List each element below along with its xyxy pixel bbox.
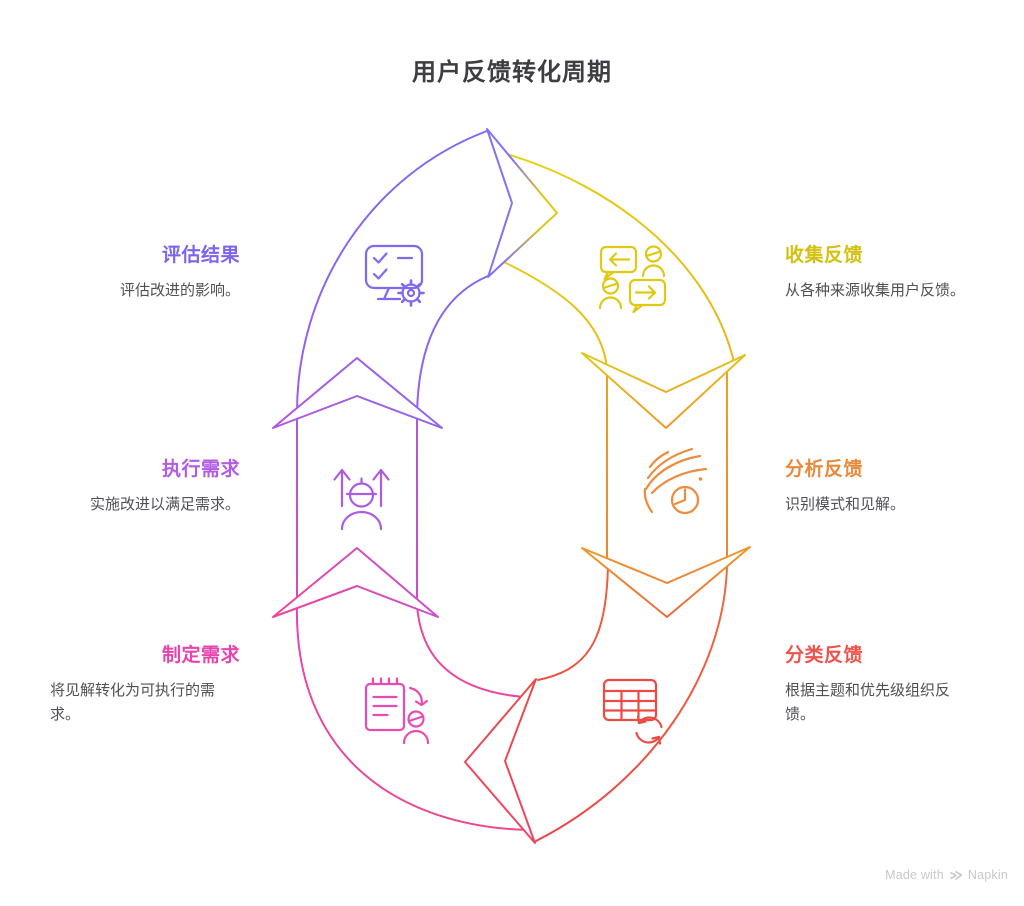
arrow-categorize-feedback — [535, 565, 728, 843]
step-execute-label: 执行需求 — [161, 459, 240, 480]
chat-feedback-icon — [598, 245, 667, 314]
step-execute: 执行需求 实施改进以满足需求。 — [50, 457, 240, 517]
notes-user-icon — [364, 677, 430, 745]
arrowhead-right-bottom — [581, 546, 751, 618]
page-title: 用户反馈转化周期 — [412, 59, 612, 86]
step-collect-label: 收集反馈 — [785, 245, 864, 266]
arrowhead-bottom-center — [464, 678, 537, 844]
arrowhead-left-bottom — [272, 547, 439, 618]
step-evaluate: 评估结果 评估改进的影响。 — [50, 243, 240, 303]
arrow-analyze-feedback — [606, 366, 728, 563]
step-analyze-label: 分析反馈 — [785, 459, 864, 480]
table-sync-icon — [602, 678, 663, 745]
step-evaluate-label: 评估结果 — [161, 245, 240, 266]
step-categorize: 分类反馈 根据主题和优先级组织反馈。 — [785, 643, 985, 727]
watermark-brand: Napkin — [967, 868, 1008, 882]
step-formulate-description: 将见解转化为可执行的需求。 — [50, 682, 216, 723]
arrow-execute-requirements — [296, 409, 418, 608]
arrow-formulate-requirements — [295, 602, 528, 831]
step-formulate-label: 制定需求 — [161, 645, 240, 666]
arrowhead-top-center — [486, 128, 558, 278]
step-collect: 收集反馈 从各种来源收集用户反馈。 — [785, 243, 985, 303]
arrow-evaluate-results — [295, 130, 512, 416]
insight-analysis-icon — [643, 447, 708, 515]
arrowhead-right-top — [581, 352, 746, 429]
user-up-arrows-icon — [333, 468, 390, 531]
step-execute-description: 实施改进以满足需求。 — [89, 496, 240, 513]
step-collect-description: 从各种来源收集用户反馈。 — [785, 282, 966, 299]
step-analyze: 分析反馈 识别模式和见解。 — [785, 457, 985, 517]
watermark-text: Made with — [885, 868, 944, 882]
step-analyze-description: 识别模式和见解。 — [785, 496, 906, 513]
watermark: Made with Napkin — [885, 868, 1008, 882]
step-categorize-description: 根据主题和优先级组织反馈。 — [785, 682, 951, 723]
napkin-logo-icon — [949, 870, 963, 880]
arrowhead-left-top — [272, 357, 443, 429]
checklist-gear-icon — [364, 244, 425, 307]
step-categorize-label: 分类反馈 — [785, 645, 864, 666]
step-formulate: 制定需求 将见解转化为可执行的需求。 — [50, 643, 240, 727]
step-evaluate-description: 评估改进的影响。 — [119, 282, 240, 299]
